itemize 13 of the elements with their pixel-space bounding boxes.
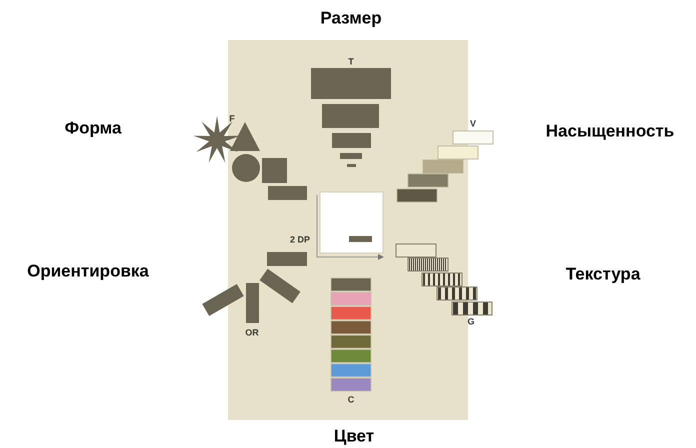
category-title: Текстура xyxy=(566,266,640,282)
category-title: Форма xyxy=(64,120,122,136)
panel-letter: C xyxy=(348,396,354,404)
category-title: Размер xyxy=(320,10,382,26)
panel-letter: G xyxy=(468,318,474,326)
panel-letter: T xyxy=(348,58,354,66)
category-title: Ориентировка xyxy=(27,262,149,280)
panel-letter: F xyxy=(229,114,235,124)
panel-letter: V xyxy=(470,120,476,128)
panel-letter: 2 DP xyxy=(290,236,310,244)
category-title: Насыщенность xyxy=(546,122,674,140)
category-title: Цвет xyxy=(334,428,374,444)
panel-letter: OR xyxy=(245,328,259,338)
